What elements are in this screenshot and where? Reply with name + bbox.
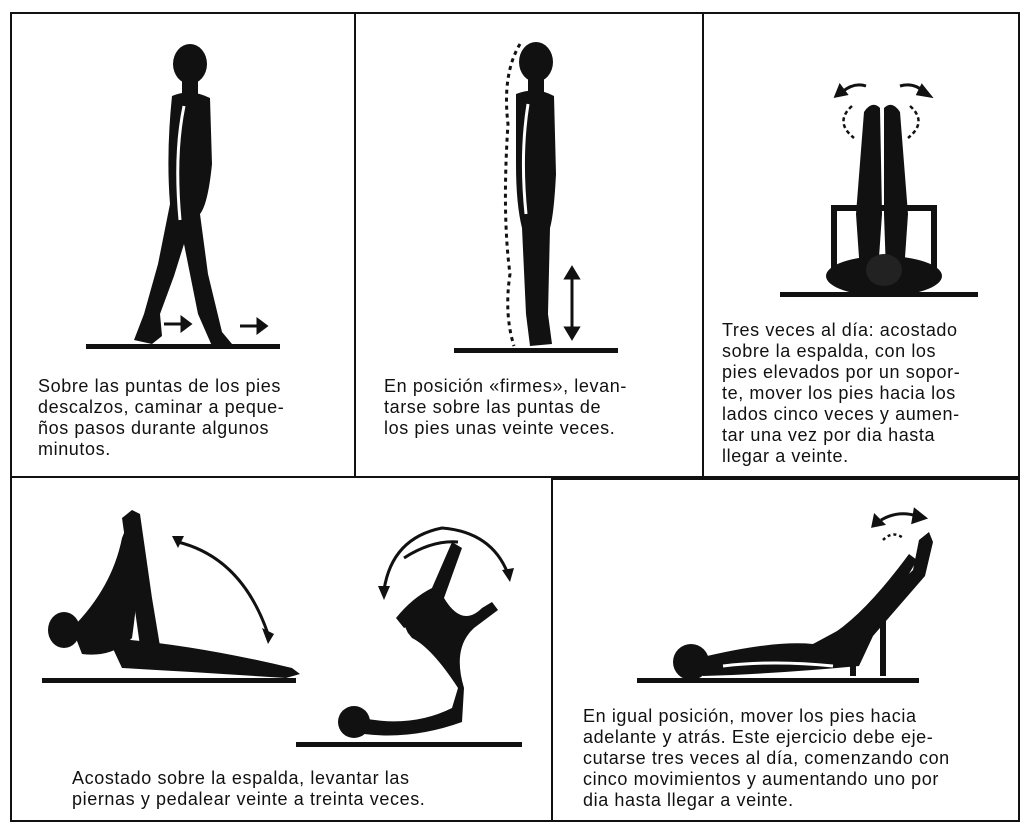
exercise-panel-walking: Sobre las puntas de los pies descalzos, … xyxy=(10,12,356,478)
exercise-caption: En posición «firmes», levan- tarse sobre… xyxy=(384,376,674,439)
exercise-caption: Acostado sobre la espalda, levantar las … xyxy=(72,768,512,810)
exercise-panel-feet-elevated: Tres veces al día: acostado sobre la esp… xyxy=(702,12,1020,478)
exercise-caption: Sobre las puntas de los pies descalzos, … xyxy=(38,376,328,460)
exercise-caption: Tres veces al día: acostado sobre la esp… xyxy=(722,320,1012,467)
exercise-panel-pedaling: Acostado sobre la espalda, levantar las … xyxy=(10,476,553,822)
exercise-caption: En igual posición, mover los pies hacia … xyxy=(583,706,1003,811)
exercise-panel-feet-forward-back: En igual posición, mover los pies hacia … xyxy=(551,478,1020,822)
exercise-panel-standing: En posición «firmes», levan- tarse sobre… xyxy=(354,12,704,478)
